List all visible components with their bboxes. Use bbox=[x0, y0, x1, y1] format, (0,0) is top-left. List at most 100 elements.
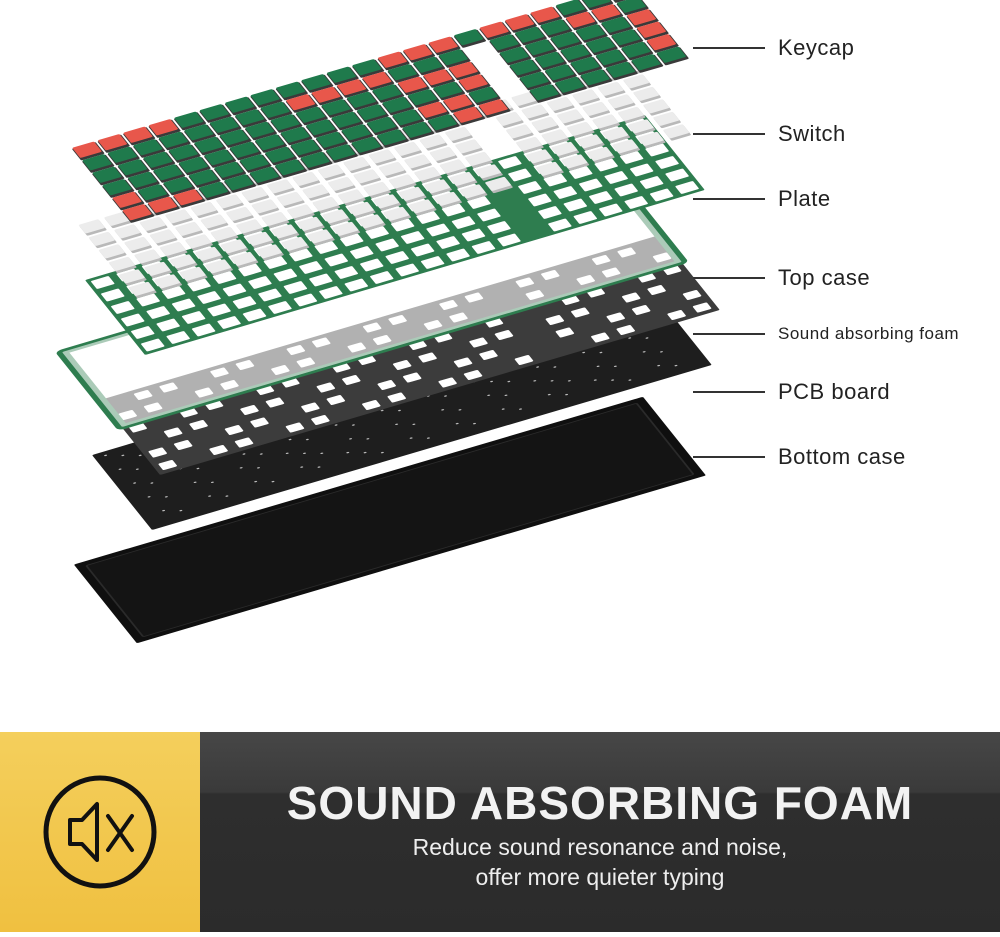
switch-top bbox=[190, 201, 217, 216]
switch-top bbox=[434, 191, 461, 206]
pcb-hole bbox=[225, 495, 229, 497]
keycap-green bbox=[229, 141, 259, 158]
plate-cutout bbox=[207, 303, 231, 317]
keycap-red bbox=[458, 74, 488, 91]
switch-top bbox=[566, 121, 593, 136]
foam-cutout bbox=[591, 332, 610, 343]
switch-top bbox=[445, 126, 471, 141]
foam-cutout bbox=[682, 290, 702, 300]
switch-top bbox=[572, 89, 599, 104]
switch-top bbox=[546, 96, 573, 111]
switch-top bbox=[357, 214, 384, 229]
plate-cutout bbox=[599, 203, 623, 217]
plate-cutout bbox=[471, 241, 496, 254]
plate-cutout bbox=[156, 318, 180, 332]
switch-top bbox=[312, 196, 339, 211]
pcb-hole bbox=[300, 466, 304, 468]
foam-cutout bbox=[224, 425, 244, 435]
foam-cutout bbox=[621, 292, 641, 303]
plate-cutout bbox=[579, 178, 603, 192]
keycap-red bbox=[505, 14, 535, 31]
keycap-green bbox=[576, 24, 606, 41]
switch-top bbox=[378, 161, 405, 176]
callout-pcb-board: PCB board bbox=[693, 379, 890, 405]
switch-top bbox=[251, 199, 278, 214]
keycap-green bbox=[454, 29, 484, 46]
keycap-green bbox=[377, 129, 407, 146]
keycap-red bbox=[443, 94, 473, 111]
pcb-hole bbox=[317, 466, 321, 468]
switch-top bbox=[653, 111, 680, 126]
keycap-green bbox=[128, 171, 158, 188]
pcb-hole bbox=[490, 380, 493, 383]
pcb-hole bbox=[366, 438, 370, 440]
pcb-hole bbox=[567, 380, 571, 382]
keycap-red bbox=[647, 34, 676, 51]
switch-top bbox=[175, 221, 202, 236]
switch-top bbox=[459, 184, 486, 199]
switch-top bbox=[332, 221, 359, 236]
keycap-green bbox=[499, 46, 529, 63]
keycap-green bbox=[199, 104, 229, 121]
pcb-hole bbox=[351, 424, 355, 426]
pcb-hole bbox=[380, 409, 384, 412]
keycap-red bbox=[122, 204, 152, 221]
pcb-hole bbox=[259, 453, 263, 455]
pcb-hole bbox=[645, 337, 649, 339]
keycap-green bbox=[331, 111, 361, 128]
switch-top bbox=[602, 126, 629, 141]
callout-bottom-case: Bottom case bbox=[693, 444, 906, 470]
switch-top bbox=[607, 94, 634, 109]
switch-top bbox=[496, 111, 522, 126]
plate-cutout bbox=[299, 261, 323, 274]
pcb-hole bbox=[210, 481, 214, 483]
keycap-green bbox=[586, 36, 616, 53]
switch-top bbox=[414, 166, 441, 181]
keycap-green bbox=[179, 156, 208, 173]
switch-top bbox=[556, 109, 583, 124]
keycap-red bbox=[398, 76, 427, 93]
plate-cutout bbox=[639, 176, 664, 189]
plate-cutout bbox=[528, 193, 552, 207]
plate-cutout bbox=[360, 258, 384, 272]
callout-label: Plate bbox=[778, 186, 831, 211]
keycap-red bbox=[403, 44, 433, 61]
keycap-green bbox=[468, 86, 498, 103]
keycap-green bbox=[509, 59, 539, 76]
plate-cutout bbox=[410, 243, 435, 257]
foam-cutout bbox=[692, 302, 712, 313]
switch-top bbox=[475, 164, 501, 179]
callout-switch: Switch bbox=[693, 121, 846, 147]
keycap-green bbox=[225, 96, 255, 113]
pcb-hole bbox=[288, 438, 292, 441]
keycap-green bbox=[194, 136, 224, 153]
keycap-green bbox=[108, 146, 138, 163]
switch-top bbox=[220, 239, 247, 254]
switch-top bbox=[424, 179, 451, 194]
keycap-green bbox=[570, 56, 600, 73]
keycap-green bbox=[296, 106, 326, 123]
keycap-green bbox=[581, 0, 611, 8]
plate-cutout bbox=[629, 163, 654, 177]
plate-cutout bbox=[385, 251, 409, 264]
keycap-green bbox=[540, 19, 570, 36]
foam-cutout bbox=[438, 377, 457, 388]
foam-cutout bbox=[392, 360, 412, 370]
keycap-green bbox=[438, 49, 468, 66]
switch-top bbox=[511, 91, 538, 106]
keycap-green bbox=[301, 74, 331, 91]
switch-top bbox=[292, 171, 319, 186]
keycap-green bbox=[367, 116, 397, 133]
keycap-green bbox=[189, 169, 218, 186]
keycap-green bbox=[92, 166, 122, 183]
foam-cutout bbox=[479, 350, 498, 360]
switch-top bbox=[429, 146, 456, 161]
switch-top bbox=[455, 139, 481, 154]
switch-top bbox=[531, 116, 558, 131]
plate-cutout bbox=[191, 323, 216, 337]
switch-top bbox=[623, 74, 650, 89]
keycap-green bbox=[545, 64, 575, 81]
switch-top bbox=[195, 246, 222, 261]
switch-top bbox=[139, 216, 166, 231]
foam-cutout bbox=[377, 380, 396, 390]
